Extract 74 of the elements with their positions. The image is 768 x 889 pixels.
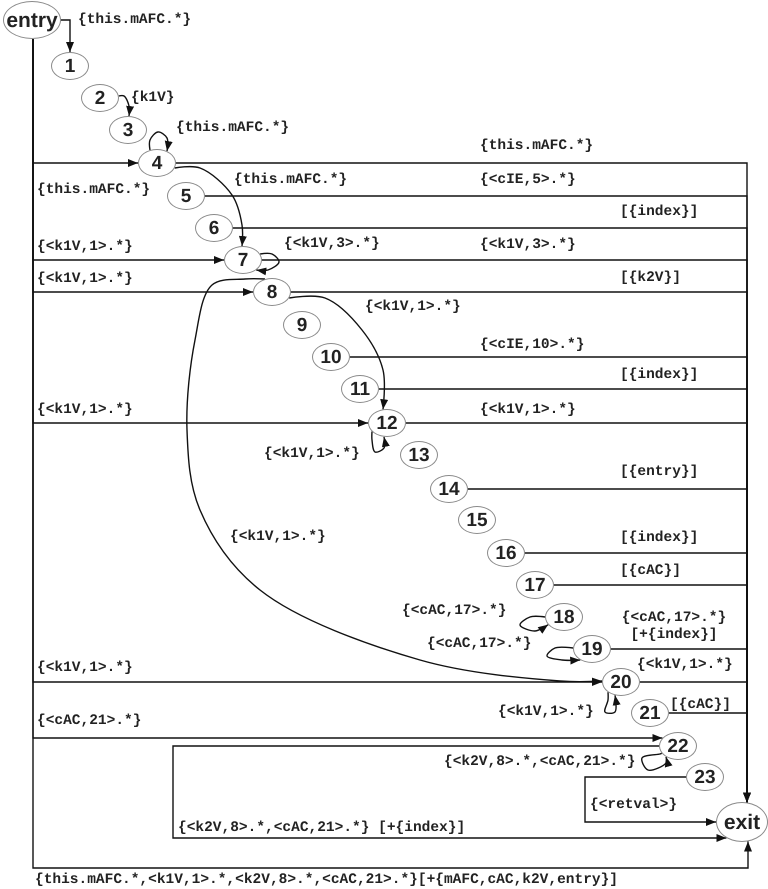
self-loop-arrow: [546, 646, 580, 665]
self-loop-arrow: [519, 616, 548, 634]
edge-label: {<k1V,1>.*}: [37, 238, 133, 256]
arrow: [172, 745, 726, 842]
edge-label: {this.mAFC.*}: [78, 12, 192, 28]
edge-label: [{cAC}]: [670, 696, 731, 714]
state-ellipse: 23: [686, 763, 724, 791]
self-loop-arrow: [371, 432, 390, 453]
self-loop-arrow: [604, 692, 621, 714]
state-ellipse: exit: [716, 802, 768, 842]
edge-label: {<k1V,3>.*}: [480, 236, 576, 254]
state-ellipse: 15: [458, 506, 496, 534]
state-ellipse: 16: [487, 539, 525, 567]
state-ellipse: 4: [138, 149, 176, 177]
state-ellipse: 18: [545, 603, 583, 631]
state-ellipse: 5: [167, 182, 205, 210]
edge-label: {<k1V,1>.*}: [498, 704, 594, 720]
edge-label: {<k2V,8>.*,<cAC,21>.*} [+{index}]: [178, 820, 466, 836]
arrow: [289, 295, 388, 410]
edge-label: {<cIE,10>.*}: [480, 336, 584, 354]
state-ellipse: 21: [631, 699, 669, 727]
self-loop-arrow: [641, 752, 672, 771]
state-ellipse: 10: [312, 343, 350, 371]
edge-label: {<k1V,1>.*}: [480, 402, 576, 418]
state-ellipse: 14: [430, 475, 468, 503]
edge-label: {<k1V,3>.*}: [284, 236, 380, 252]
arrow: [669, 712, 751, 802]
state-ellipse: 7: [224, 246, 262, 274]
state-ellipse: 12: [368, 409, 406, 437]
arrow: [584, 776, 716, 826]
state-ellipse: 8: [253, 278, 291, 306]
arrow: [174, 166, 247, 246]
edge-label: [{index}]: [620, 204, 698, 220]
edge-label: {this.mAFC.*}: [176, 120, 290, 136]
state-ellipse: 11: [341, 375, 379, 403]
state-ellipse: 6: [195, 214, 233, 242]
edge-label: [{entry}]: [620, 464, 698, 480]
state-ellipse: 19: [573, 635, 611, 663]
edge-label: {<k1V,1>.*}: [365, 298, 461, 316]
state-ellipse: 17: [516, 571, 554, 599]
edge-label: {this.mAFC.*}: [37, 182, 150, 198]
edge-label: {this.mAFC.*}: [480, 138, 594, 154]
edge-label: {<k1V,1>.*}: [37, 660, 133, 676]
state-ellipse: 13: [400, 441, 438, 469]
state-ellipse: 1: [51, 52, 89, 80]
edge-label: [{index}]: [620, 366, 698, 384]
state-ellipse: 9: [283, 311, 321, 339]
arrow: [118, 94, 134, 116]
edge-label: {<k1V,1>.*}: [230, 528, 326, 546]
edge-label: {<cAC,17>.*}: [402, 602, 506, 620]
state-ellipse: 2: [81, 84, 119, 112]
edge-label: {<cAC,17>.*}: [427, 636, 532, 652]
self-loop-arrow: [256, 252, 280, 276]
edge-label: {<cAC,21>.*}: [37, 712, 142, 730]
arrow: [61, 19, 74, 52]
edge-label: [{cAC}]: [620, 562, 681, 580]
edge-label: {<k2V,8>.*,<cAC,21>.*}: [444, 754, 636, 770]
edge-label: {k1V}: [131, 90, 175, 106]
state-ellipse: 22: [659, 732, 697, 760]
self-loop-arrow: [148, 131, 173, 152]
edge-label: {<cAC,17>.*} [+{index}]: [620, 610, 728, 644]
state-ellipse: entry: [3, 1, 61, 39]
edge-label: [{k2V}]: [620, 270, 681, 286]
edge-label: {<retval>}: [590, 796, 678, 814]
edge-label: {<k1V,1>.*}: [37, 402, 133, 418]
state-ellipse: 3: [109, 116, 147, 144]
edge-label: [{index}]: [620, 530, 698, 546]
edge-label: {this.mAFC.*,<k1V,1>.*,<k2V,8>.*,<cAC,21>.*}[+{mAFC,cAC,k2V,entry}]: [35, 872, 618, 888]
edge-label: {<k1V,1>.*}: [264, 446, 360, 462]
edge-label: {<k1V,1>.*}: [37, 270, 133, 288]
edge-label: {this.mAFC.*}: [234, 172, 348, 188]
edge-label: {<k1V,1>.*}: [637, 656, 733, 674]
edge-label: {<cIE,5>.*}: [480, 172, 576, 188]
state-ellipse: 20: [602, 668, 640, 696]
